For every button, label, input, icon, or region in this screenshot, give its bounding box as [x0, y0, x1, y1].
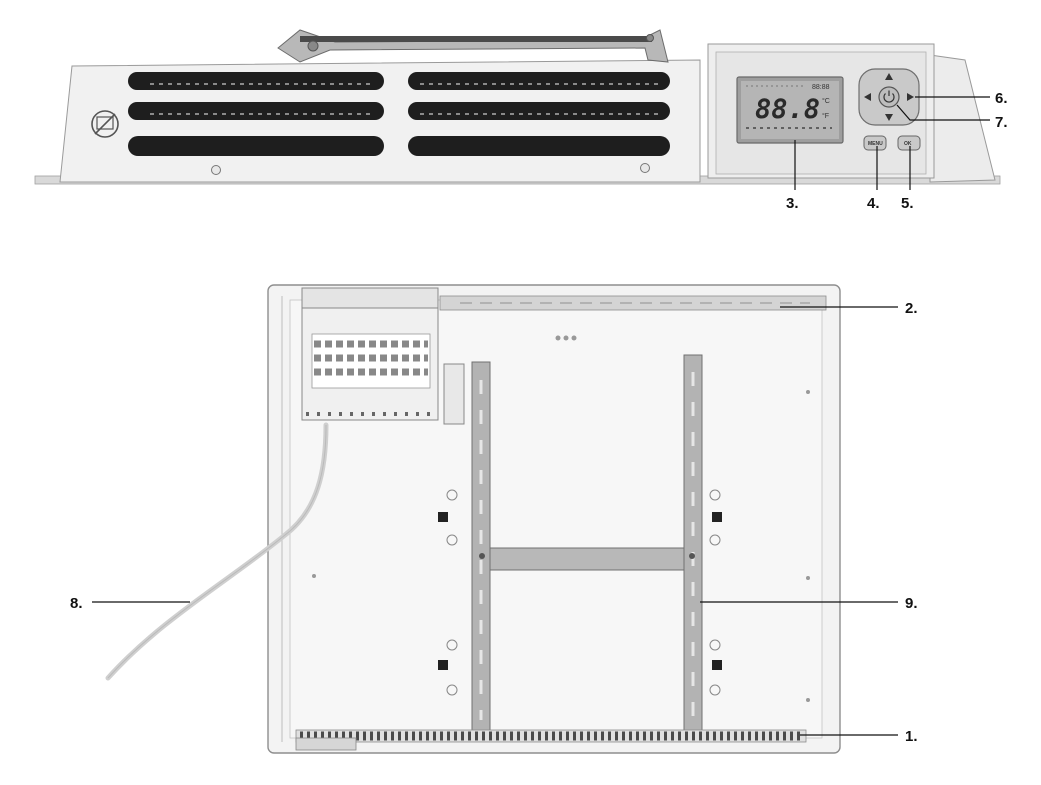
ok-button[interactable]: OK	[897, 135, 921, 151]
menu-button-label: MENU	[868, 141, 883, 147]
callout-5: 5.	[901, 195, 914, 212]
arrow-down-icon[interactable]	[885, 114, 893, 121]
arrow-up-icon[interactable]	[885, 73, 893, 80]
navigation-pad[interactable]	[858, 68, 920, 126]
callout-9: 9.	[905, 595, 918, 612]
control-panel: 88.8 88:88 °C °F	[707, 43, 935, 179]
back-panel-marks	[312, 335, 810, 702]
lcd-time: 88:88	[812, 84, 830, 91]
top-rail	[439, 295, 827, 311]
keyhole-slots	[446, 489, 721, 696]
lcd-display: 88.8 88:88 °C °F	[736, 76, 844, 144]
callout-4: 4.	[867, 195, 880, 212]
top-vent-slots	[128, 72, 670, 156]
wall-bracket	[277, 29, 669, 63]
callout-3: 3.	[786, 195, 799, 212]
inner-element-texture	[150, 83, 660, 115]
do-not-cover-symbol	[91, 110, 119, 138]
callout-7: 7.	[995, 114, 1008, 131]
lcd-digits: 88.8	[755, 94, 820, 125]
power-button[interactable]	[878, 86, 900, 108]
heater-top-view: 88.8 88:88 °C °F	[34, 29, 1001, 185]
terminal-box	[301, 287, 465, 425]
mounting-frame	[471, 354, 703, 733]
callout-labels: 3. 4. 5. 6. 7. 2. 8. 9. 1.	[70, 90, 1008, 745]
arrow-left-icon[interactable]	[864, 93, 871, 101]
callout-6: 6.	[995, 90, 1008, 107]
menu-button[interactable]: MENU	[863, 135, 887, 151]
power-icon	[883, 93, 895, 103]
callout-2: 2.	[905, 300, 918, 317]
lcd-unit-celsius: °C	[822, 97, 830, 105]
lcd-unit-fahrenheit: °F	[822, 112, 829, 120]
body-screws	[211, 163, 650, 175]
top-body-end	[929, 54, 996, 183]
hanging-slots	[438, 512, 722, 670]
callout-8: 8.	[70, 595, 83, 612]
heater-back-view	[105, 284, 841, 754]
ok-button-label: OK	[904, 141, 912, 147]
power-cable	[105, 422, 329, 681]
callout-1: 1.	[905, 728, 918, 745]
arrow-right-icon[interactable]	[907, 93, 914, 101]
bottom-grille	[295, 729, 807, 751]
leader-lines	[92, 96, 990, 736]
